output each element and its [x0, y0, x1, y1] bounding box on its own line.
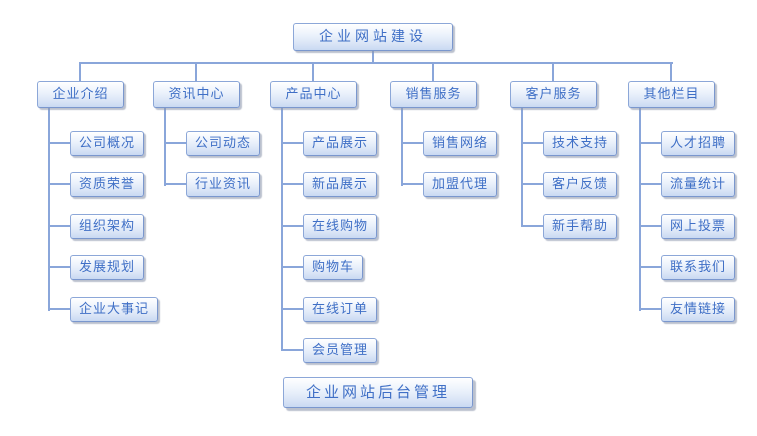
- connector-branch: [639, 266, 661, 268]
- node-col4-leaf0[interactable]: 技术支持: [543, 131, 618, 156]
- connector-root-drop: [372, 51, 374, 63]
- node-column-other-sections[interactable]: 其他栏目: [628, 81, 715, 108]
- node-col5-leaf2[interactable]: 网上投票: [661, 214, 736, 239]
- connector-branch: [48, 308, 70, 310]
- connector-branch: [281, 142, 303, 144]
- connector-branch: [639, 308, 661, 310]
- connector-spine-col1: [164, 107, 166, 186]
- node-column-customer-service[interactable]: 客户服务: [510, 81, 597, 108]
- node-col2-leaf5[interactable]: 会员管理: [303, 338, 378, 363]
- connector-branch: [281, 266, 303, 268]
- connector-drop-col2: [312, 62, 314, 81]
- connector-spine-col5: [639, 107, 641, 311]
- connector-drop-col4: [552, 62, 554, 81]
- connector-branch: [281, 225, 303, 227]
- connector-spine-col3: [401, 107, 403, 186]
- connector-branch: [639, 225, 661, 227]
- connector-spine-col4: [521, 107, 523, 227]
- node-column-sales-service[interactable]: 销售服务: [390, 81, 477, 108]
- connector-branch: [639, 183, 661, 185]
- node-col5-leaf1[interactable]: 流量统计: [661, 172, 736, 197]
- connector-spine-col0: [48, 107, 50, 311]
- node-col4-leaf1[interactable]: 客户反馈: [543, 172, 618, 197]
- connector-drop-col5: [670, 62, 672, 81]
- connector-branch: [521, 225, 543, 227]
- connector-branch: [401, 183, 423, 185]
- node-backend-management[interactable]: 企业网站后台管理: [283, 377, 473, 408]
- node-col1-leaf0[interactable]: 公司动态: [186, 131, 261, 156]
- connector-branch: [281, 183, 303, 185]
- connector-branch: [164, 183, 186, 185]
- node-col2-leaf0[interactable]: 产品展示: [303, 131, 378, 156]
- connector-branch: [281, 308, 303, 310]
- connector-branch: [164, 142, 186, 144]
- node-col0-leaf4[interactable]: 企业大事记: [70, 297, 159, 322]
- connector-branch: [401, 142, 423, 144]
- node-col3-leaf0[interactable]: 销售网络: [423, 131, 498, 156]
- node-col2-leaf4[interactable]: 在线订单: [303, 297, 378, 322]
- node-site-root[interactable]: 企业网站建设: [293, 23, 453, 51]
- node-col2-leaf1[interactable]: 新品展示: [303, 172, 378, 197]
- node-col0-leaf3[interactable]: 发展规划: [70, 255, 145, 280]
- node-col0-leaf0[interactable]: 公司概况: [70, 131, 145, 156]
- connector-rail: [79, 62, 673, 64]
- node-col2-leaf3[interactable]: 购物车: [303, 255, 364, 280]
- connector-branch: [521, 183, 543, 185]
- connector-branch: [521, 142, 543, 144]
- connector-branch: [48, 225, 70, 227]
- connector-spine-col2: [281, 107, 283, 351]
- node-col5-leaf0[interactable]: 人才招聘: [661, 131, 736, 156]
- connector-branch: [48, 142, 70, 144]
- node-column-product-center[interactable]: 产品中心: [270, 81, 357, 108]
- connector-drop-col1: [195, 62, 197, 81]
- node-col2-leaf2[interactable]: 在线购物: [303, 214, 378, 239]
- connector-branch: [639, 142, 661, 144]
- node-col0-leaf1[interactable]: 资质荣誉: [70, 172, 145, 197]
- node-col4-leaf2[interactable]: 新手帮助: [543, 214, 618, 239]
- node-col5-leaf4[interactable]: 友情链接: [661, 297, 736, 322]
- node-col0-leaf2[interactable]: 组织架构: [70, 214, 145, 239]
- node-column-company-intro[interactable]: 企业介绍: [37, 81, 124, 108]
- node-col1-leaf1[interactable]: 行业资讯: [186, 172, 261, 197]
- connector-drop-col3: [432, 62, 434, 81]
- node-column-news-center[interactable]: 资讯中心: [153, 81, 240, 108]
- connector-drop-col0: [79, 62, 81, 81]
- node-col5-leaf3[interactable]: 联系我们: [661, 255, 736, 280]
- connector-branch: [281, 349, 303, 351]
- connector-branch: [48, 266, 70, 268]
- connector-branch: [48, 183, 70, 185]
- node-col3-leaf1[interactable]: 加盟代理: [423, 172, 498, 197]
